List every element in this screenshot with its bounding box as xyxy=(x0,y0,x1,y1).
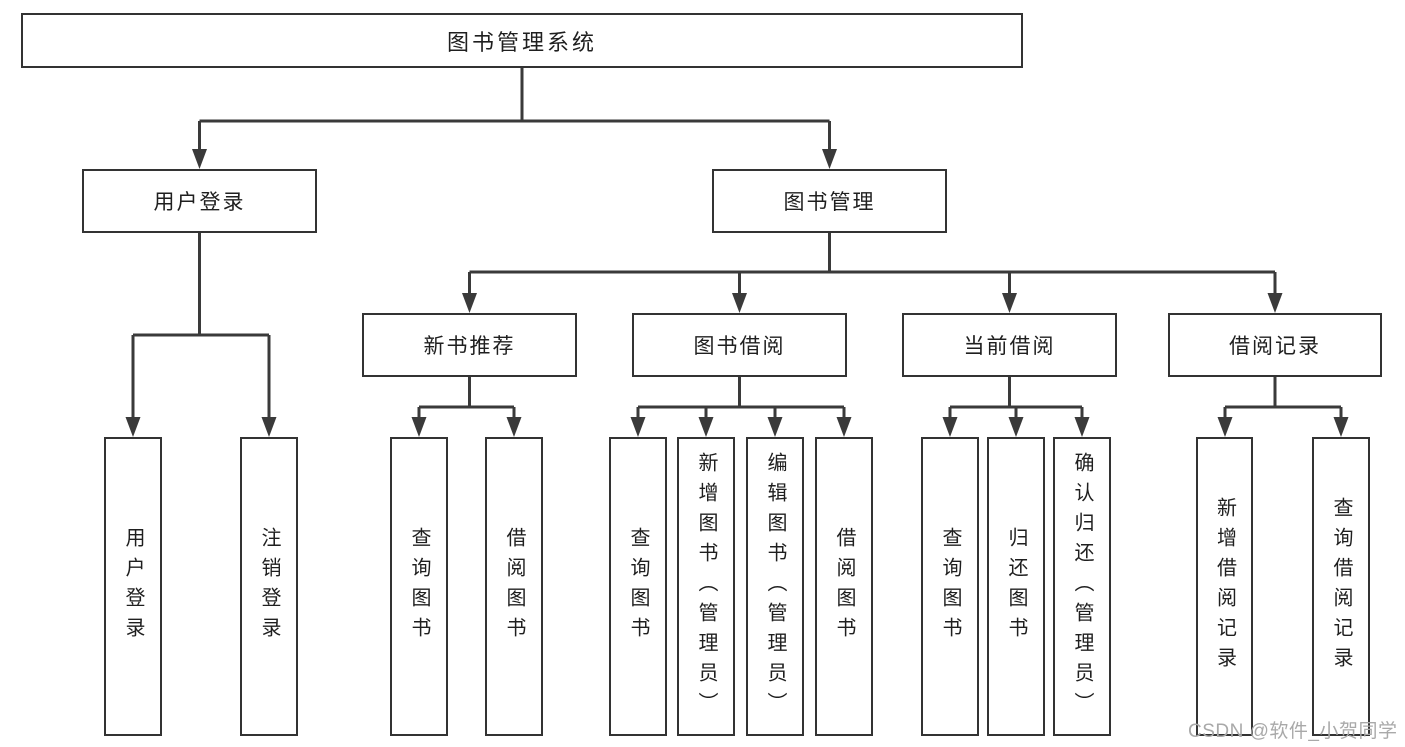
arrowheads-user-login-subtree xyxy=(125,417,277,437)
leaf-query-books-current: 查询图书 xyxy=(921,437,979,736)
node-current-borrow: 当前借阅 xyxy=(902,313,1117,377)
arrowheads-borrow-records-subtree xyxy=(1217,417,1349,437)
arrowheads-level1 xyxy=(192,149,837,169)
connector-borrow-records-subtree xyxy=(1223,377,1343,419)
leaf-query-borrow-record-label: 查询借阅记录 xyxy=(1330,496,1352,677)
node-borrow-records: 借阅记录 xyxy=(1168,313,1382,377)
leaf-query-books-recommend: 查询图书 xyxy=(390,437,448,736)
leaf-confirm-return-admin-label: 确认归还（管理员） xyxy=(1071,451,1093,722)
leaf-borrow-books-recommend-label: 借阅图书 xyxy=(503,526,525,647)
connector-user-login-subtree xyxy=(131,233,271,419)
leaf-add-borrow-record-label: 新增借阅记录 xyxy=(1213,496,1236,677)
node-library-system: 图书管理系统 xyxy=(21,13,1023,68)
csdn-watermark: CSDN @软件_小贺同学 xyxy=(1188,721,1398,742)
leaf-query-books-current-label: 查询图书 xyxy=(939,526,961,647)
arrowheads-current-borrow-subtree xyxy=(942,417,1090,437)
connector-current-borrow-subtree xyxy=(948,377,1084,419)
node-borrow-records-label: 借阅记录 xyxy=(1229,335,1321,358)
node-book-borrow: 图书借阅 xyxy=(632,313,847,377)
connector-root-to-level1 xyxy=(198,68,831,151)
leaf-confirm-return-admin: 确认归还（管理员） xyxy=(1053,437,1111,736)
leaf-borrow-books: 借阅图书 xyxy=(815,437,873,736)
leaf-add-books-admin: 新增图书（管理员） xyxy=(677,437,735,736)
node-book-management-label: 图书管理 xyxy=(783,191,876,214)
leaf-return-books: 归还图书 xyxy=(987,437,1045,736)
leaf-query-borrow-record: 查询借阅记录 xyxy=(1312,437,1370,736)
connector-book-management-to-level2 xyxy=(468,233,1277,295)
leaf-query-books-recommend-label: 查询图书 xyxy=(408,526,430,647)
node-book-management: 图书管理 xyxy=(712,169,947,233)
leaf-borrow-books-label: 借阅图书 xyxy=(833,526,855,647)
leaf-logout: 注销登录 xyxy=(240,437,298,736)
leaf-return-books-label: 归还图书 xyxy=(1005,526,1027,647)
node-new-book-recommend-label: 新书推荐 xyxy=(423,335,516,358)
leaf-user-login: 用户登录 xyxy=(104,437,162,736)
leaf-add-books-admin-label: 新增图书（管理员） xyxy=(695,451,717,722)
leaf-query-books-borrow: 查询图书 xyxy=(609,437,667,736)
arrowheads-book-borrow-subtree xyxy=(630,417,852,437)
leaf-query-books-borrow-label: 查询图书 xyxy=(627,526,649,647)
node-user-login: 用户登录 xyxy=(82,169,317,233)
node-new-book-recommend: 新书推荐 xyxy=(362,313,577,377)
node-current-borrow-label: 当前借阅 xyxy=(963,335,1056,358)
connector-new-book-subtree xyxy=(417,377,516,419)
leaf-user-login-label: 用户登录 xyxy=(122,526,144,647)
leaf-edit-books-admin: 编辑图书（管理员） xyxy=(746,437,804,736)
leaf-edit-books-admin-label: 编辑图书（管理员） xyxy=(764,451,786,722)
leaf-logout-label: 注销登录 xyxy=(258,526,280,647)
arrowheads-new-book-subtree xyxy=(411,417,522,437)
leaf-borrow-books-recommend: 借阅图书 xyxy=(485,437,543,736)
arrowheads-level2 xyxy=(462,293,1283,313)
node-user-login-label: 用户登录 xyxy=(153,191,246,214)
node-book-borrow-label: 图书借阅 xyxy=(693,335,786,358)
connector-book-borrow-subtree xyxy=(636,377,846,419)
leaf-add-borrow-record: 新增借阅记录 xyxy=(1196,437,1253,736)
node-library-system-label: 图书管理系统 xyxy=(446,29,597,55)
